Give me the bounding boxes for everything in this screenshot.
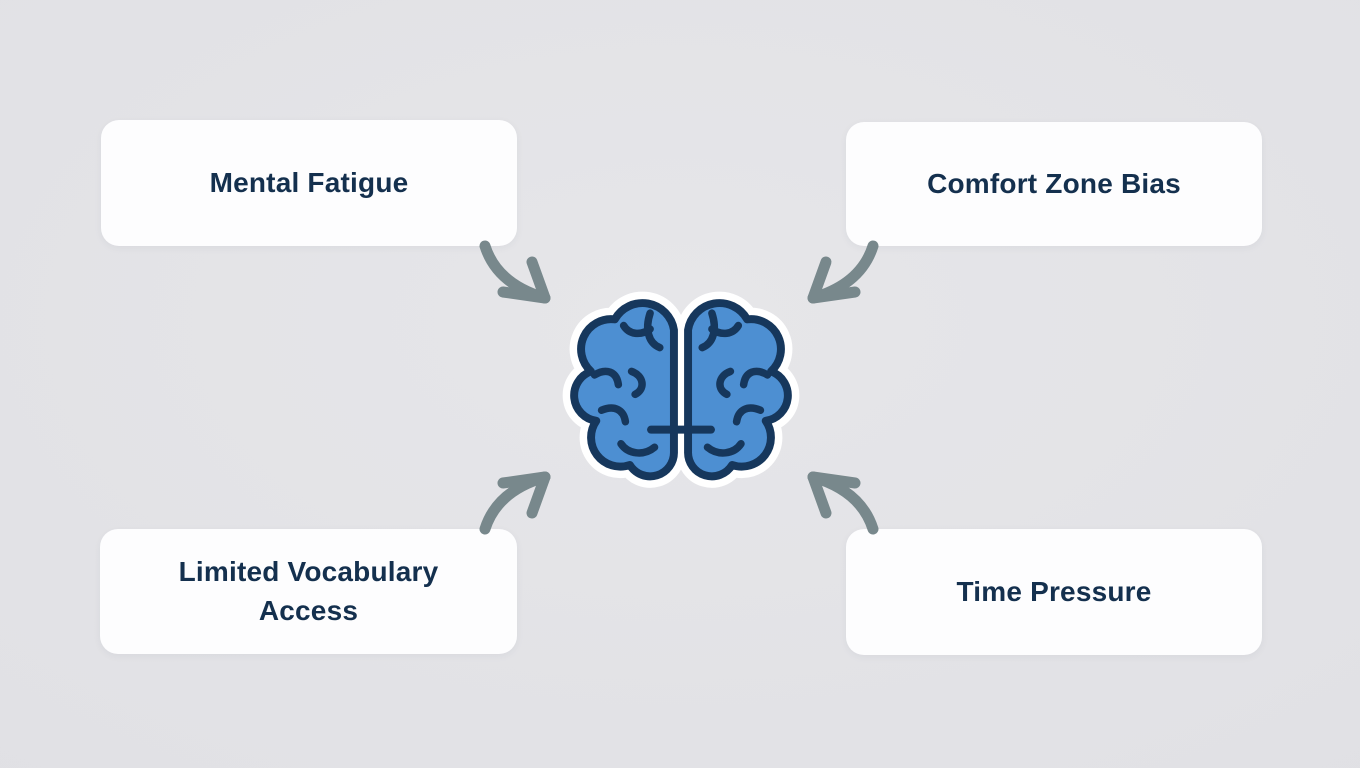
card-comfort-zone-bias: Comfort Zone Bias bbox=[846, 122, 1262, 246]
card-limited-vocabulary-access: Limited Vocabulary Access bbox=[100, 529, 517, 654]
arrow-bottom-left bbox=[479, 471, 551, 535]
brain-icon bbox=[561, 276, 801, 503]
arrow-top-left bbox=[479, 240, 551, 304]
card-label: Time Pressure bbox=[956, 575, 1152, 607]
card-mental-fatigue: Mental Fatigue bbox=[101, 120, 517, 246]
arrow-bottom-right bbox=[807, 471, 879, 535]
card-label: Limited Vocabulary Access bbox=[178, 555, 439, 626]
card-label: Comfort Zone Bias bbox=[927, 167, 1181, 199]
arrow-top-right bbox=[807, 240, 879, 304]
brain-detail-right bbox=[702, 313, 767, 453]
card-label: Mental Fatigue bbox=[209, 166, 409, 198]
brain-detail-left bbox=[595, 313, 660, 453]
brain-halo bbox=[574, 303, 788, 476]
brain-hemispheres bbox=[574, 303, 788, 476]
card-time-pressure: Time Pressure bbox=[846, 529, 1262, 655]
